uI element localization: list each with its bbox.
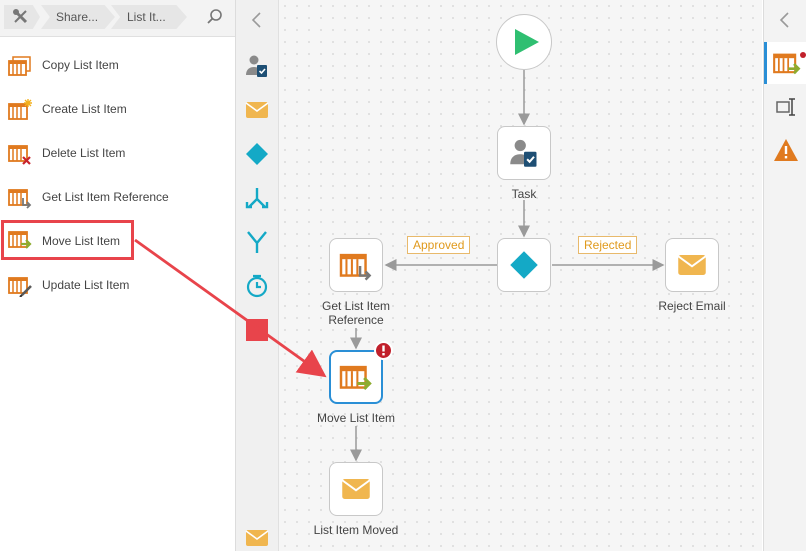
tools-icon <box>13 9 28 24</box>
task-node[interactable] <box>497 126 551 180</box>
timer-icon[interactable] <box>245 274 269 298</box>
workflow-canvas[interactable]: Task Approved Rejected Get List Item Ref… <box>279 0 762 551</box>
task-icon <box>510 139 537 167</box>
split-icon[interactable] <box>245 186 269 210</box>
action-create-list-item[interactable]: Create List Item <box>0 88 235 132</box>
copy-list-item-icon <box>8 56 31 76</box>
action-label: Delete List Item <box>42 146 126 160</box>
action-label: Update List Item <box>42 278 130 292</box>
warning-icon[interactable] <box>773 138 799 162</box>
move-list-item-node[interactable] <box>329 350 383 404</box>
move-list-item-icon <box>8 231 32 249</box>
properties-panel <box>763 0 806 551</box>
get-list-item-reference-node[interactable] <box>329 238 383 292</box>
email-icon <box>341 479 371 499</box>
variables-icon[interactable] <box>776 96 798 118</box>
breadcrumb-segment[interactable]: Share... <box>41 5 115 29</box>
get-list-item-reference-label: Get List Item Reference <box>321 299 391 327</box>
action-move-list-item[interactable]: Move List Item <box>0 220 235 264</box>
play-icon <box>515 29 539 55</box>
create-list-item-icon <box>8 99 32 120</box>
delete-list-item-icon <box>8 145 31 165</box>
reject-email-label: Reject Email <box>658 299 726 313</box>
exclamation-icon <box>382 345 385 356</box>
move-list-item-icon <box>339 365 372 390</box>
task-node-label: Task <box>511 187 537 201</box>
stop-icon[interactable] <box>245 318 269 342</box>
decision-node[interactable] <box>497 238 551 292</box>
reject-email-node[interactable] <box>665 238 719 292</box>
action-update-list-item[interactable]: Update List Item <box>0 264 235 308</box>
collapse-left-icon[interactable] <box>247 10 267 30</box>
action-delete-list-item[interactable]: Delete List Item <box>0 132 235 176</box>
start-node[interactable] <box>496 14 552 70</box>
branch-label-approved: Approved <box>407 236 471 254</box>
decision-icon[interactable] <box>245 142 269 166</box>
breadcrumb: Share... List It... <box>0 0 235 37</box>
list-item-moved-node[interactable] <box>329 462 383 516</box>
collapse-right-icon[interactable] <box>775 10 795 30</box>
action-label: Copy List Item <box>42 58 119 72</box>
list-item-moved-label: List Item Moved <box>313 523 399 537</box>
action-copy-list-item[interactable]: Copy List Item <box>0 44 235 88</box>
action-label: Move List Item <box>42 234 121 248</box>
move-list-item-label: Move List Item <box>316 411 396 425</box>
toolbox <box>236 0 279 551</box>
actions-panel: Share... List It... Copy List Item Creat… <box>0 0 236 551</box>
email-icon[interactable] <box>245 526 269 550</box>
action-properties-tab[interactable] <box>764 42 806 84</box>
move-list-item-icon <box>773 53 801 75</box>
action-label: Get List Item Reference <box>42 190 169 204</box>
get-list-item-reference-icon <box>339 253 372 281</box>
email-icon <box>677 255 707 275</box>
get-list-item-reference-icon <box>8 189 32 209</box>
highlight-box <box>1 220 134 260</box>
connectors <box>350 70 665 462</box>
status-dot <box>800 52 806 58</box>
action-label: Create List Item <box>42 102 127 116</box>
email-icon[interactable] <box>245 98 269 122</box>
action-get-list-item-reference[interactable]: Get List Item Reference <box>0 176 235 220</box>
update-list-item-icon <box>8 277 32 297</box>
merge-icon[interactable] <box>245 230 269 254</box>
search-icon[interactable] <box>206 8 224 26</box>
branch-label-rejected: Rejected <box>578 236 638 254</box>
task-icon[interactable] <box>245 54 269 78</box>
decision-icon <box>510 251 538 279</box>
breadcrumb-tools[interactable] <box>4 5 40 29</box>
breadcrumb-segment[interactable]: List It... <box>111 5 187 29</box>
error-badge[interactable] <box>374 341 393 360</box>
